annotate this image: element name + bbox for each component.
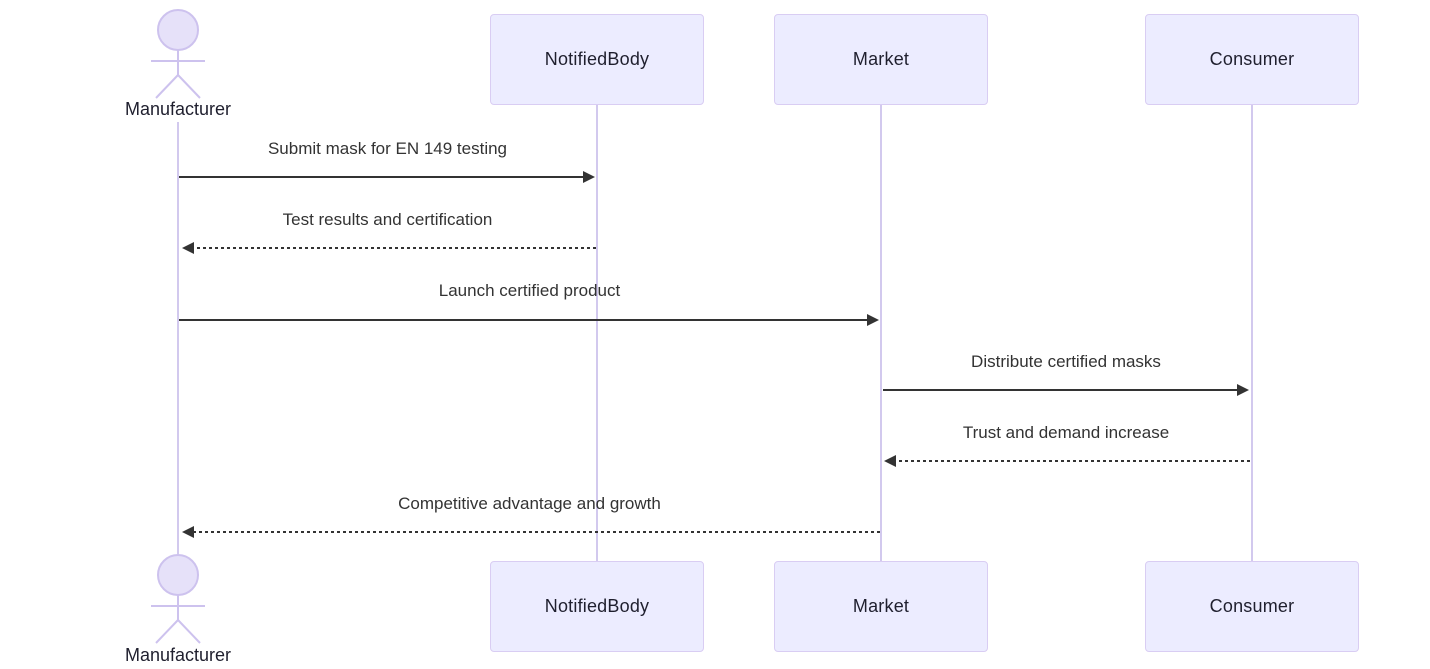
participant-label: Consumer [1209, 49, 1295, 69]
participant-box-market-bottom: Market [774, 561, 988, 652]
lifeline-market [880, 105, 882, 562]
message-label-6: Competitive advantage and growth [398, 494, 661, 513]
message-label-4: Distribute certified masks [971, 352, 1161, 371]
actor-leg-left [155, 619, 179, 644]
message-label-5: Trust and demand increase [962, 423, 1170, 442]
lifeline-notifiedbody [596, 105, 598, 562]
actor-head [157, 554, 199, 596]
actor-leg-right [177, 74, 201, 99]
actor-label-manufacturer-top: Manufacturer [124, 99, 232, 119]
participant-label: Market [852, 49, 910, 69]
actor-leg-right [177, 619, 201, 644]
participant-label: NotifiedBody [544, 596, 650, 616]
message-label-2: Test results and certification [282, 210, 493, 229]
actor-head [157, 9, 199, 51]
message-label-3: Launch certified product [438, 281, 621, 300]
participant-box-market-top: Market [774, 14, 988, 105]
actor-leg-left [155, 74, 179, 99]
participant-label: NotifiedBody [544, 49, 650, 69]
lifeline-consumer [1251, 105, 1253, 562]
participant-label: Consumer [1209, 596, 1295, 616]
actor-figure-manufacturer-top [151, 9, 205, 99]
participant-box-consumer-bottom: Consumer [1145, 561, 1359, 652]
actor-label-manufacturer-bottom: Manufacturer [124, 645, 232, 665]
actor-figure-manufacturer-bottom [151, 554, 205, 644]
message-label-1: Submit mask for EN 149 testing [267, 139, 508, 158]
participant-label: Market [852, 596, 910, 616]
lifeline-manufacturer [177, 122, 179, 554]
participant-box-consumer-top: Consumer [1145, 14, 1359, 105]
participant-box-notifiedbody-top: NotifiedBody [490, 14, 704, 105]
participant-box-notifiedbody-bottom: NotifiedBody [490, 561, 704, 652]
